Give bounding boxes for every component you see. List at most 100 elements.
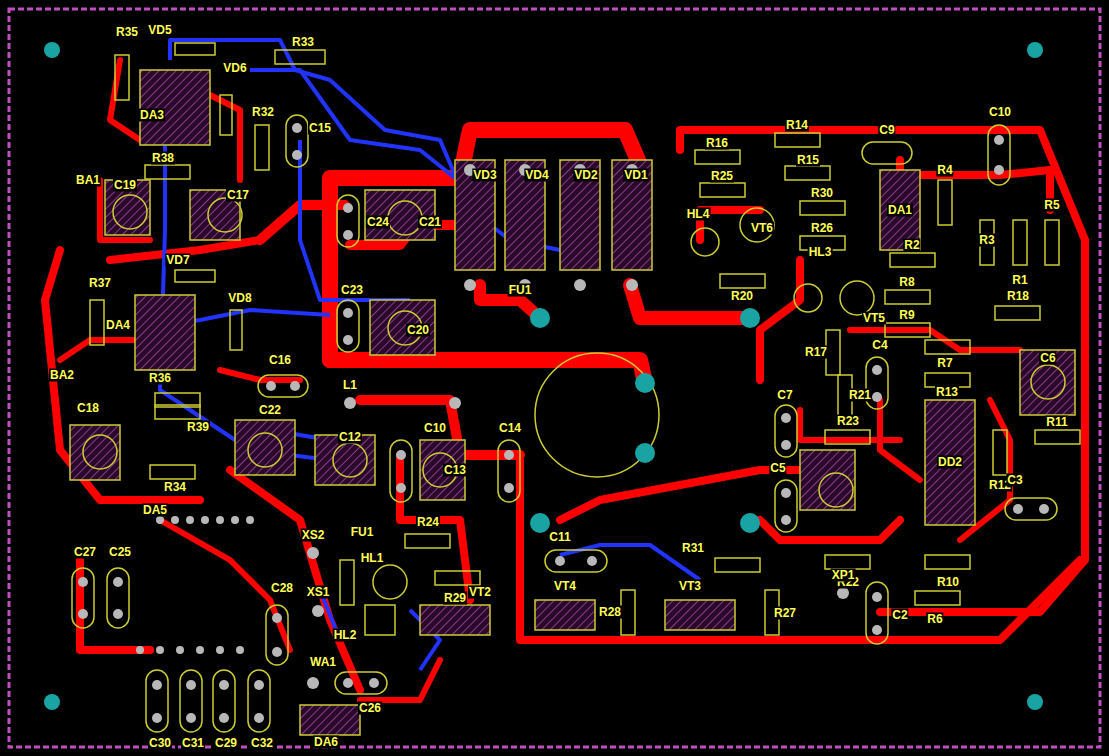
designator-label: VD6 [222,62,247,75]
designator-label: VT5 [862,312,886,325]
designator-label: R16 [705,137,729,150]
designator-label: R21 [848,389,872,402]
designator-label: L1 [342,379,358,392]
designator-label: BA1 [75,174,101,187]
designator-label: R28 [598,606,622,619]
designator-label: R15 [796,154,820,167]
designator-label: C15 [308,122,332,135]
designator-label: R39 [186,421,210,434]
designator-label: VD7 [165,254,190,267]
designator-label: R17 [804,346,828,359]
designator-label: C7 [776,389,793,402]
designator-label: C24 [366,216,390,229]
designator-label: C13 [443,464,467,477]
designator-label: VD4 [524,169,549,182]
designator-label: WA1 [309,656,337,669]
designator-label: DA4 [105,319,131,332]
designator-label: R13 [935,386,959,399]
designator-label: R27 [773,607,797,620]
designator-label: C11 [548,531,571,544]
designator-label: C28 [270,582,294,595]
designator-label: R26 [810,222,834,235]
designator-label: BA2 [49,369,75,382]
designator-label: R1 [1011,274,1028,287]
designator-label: XP1 [831,569,856,582]
designator-label: VT2 [468,586,492,599]
designator-label: DA6 [313,736,339,749]
designator-label: C29 [214,737,238,750]
designator-label: R24 [416,516,440,529]
designator-label: C4 [871,339,888,352]
designator-label: C5 [769,462,786,475]
designator-label: R31 [681,542,705,555]
designator-label: R11 [1045,416,1068,429]
designator-label: VD1 [623,169,648,182]
designator-label: R33 [291,36,315,49]
designator-label: XS1 [306,586,331,599]
designator-label: HL3 [808,246,833,259]
designator-label: C10 [988,106,1012,119]
designator-label: HL4 [686,208,711,221]
designator-label: C16 [268,354,292,367]
designator-label: R14 [785,119,809,132]
designator-label: R8 [898,276,915,289]
designator-label: R9 [898,309,915,322]
designator-label: VD8 [227,292,252,305]
designator-label: C22 [258,404,282,417]
designator-label: R36 [148,372,172,385]
designator-label: DA5 [142,504,168,517]
designator-label: VD2 [573,169,598,182]
designator-label: XS2 [301,529,326,542]
designator-label: C20 [406,324,430,337]
designator-label: C23 [340,284,364,297]
designator-label: C25 [108,546,132,559]
designator-label: R10 [936,576,960,589]
designator-label: VD5 [147,24,172,37]
designator-label: DD2 [937,456,963,469]
designator-label: R18 [1006,290,1030,303]
designator-label: C2 [891,609,908,622]
designator-label: R35 [115,26,139,39]
designator-label: C10 [423,422,447,435]
designator-label: R38 [151,152,175,165]
designator-label: R2 [903,239,920,252]
designator-label: DA1 [887,204,913,217]
designator-label: C32 [250,737,274,750]
designator-label: VT4 [553,580,577,593]
designator-label: R7 [936,357,953,370]
designator-label: R20 [730,290,754,303]
designator-label: R30 [810,187,834,200]
designator-label: C17 [226,189,250,202]
designator-label: C18 [76,402,100,415]
designator-label: HL1 [360,552,385,565]
designator-label: R32 [251,106,275,119]
designator-label: R34 [163,481,187,494]
designator-label: C6 [1039,352,1056,365]
designator-label: FU1 [508,284,533,297]
designator-label: C14 [498,422,522,435]
designator-label: DA3 [139,109,165,122]
designator-label: C26 [358,702,382,715]
designator-label: C30 [148,737,172,750]
designator-label: VD3 [472,169,497,182]
designator-label: R3 [978,234,995,247]
designator-label: R4 [936,164,953,177]
designator-label: VT3 [678,580,702,593]
designator-label: C12 [338,431,362,444]
designator-label: C19 [113,179,137,192]
designator-label: C27 [73,546,97,559]
designator-label: FU1 [350,526,375,539]
designator-label: R23 [836,415,860,428]
designator-label: HL2 [333,629,358,642]
designator-label: R37 [88,277,112,290]
designator-label: VT6 [750,222,774,235]
designator-label: R25 [710,170,734,183]
designator-label: R5 [1043,199,1060,212]
designator-label: R29 [443,592,467,605]
designator-label: C31 [181,737,205,750]
designator-label: C9 [878,124,895,137]
designator-label: R6 [926,613,943,626]
designator-label: C21 [418,216,442,229]
designator-label: C3 [1006,474,1023,487]
